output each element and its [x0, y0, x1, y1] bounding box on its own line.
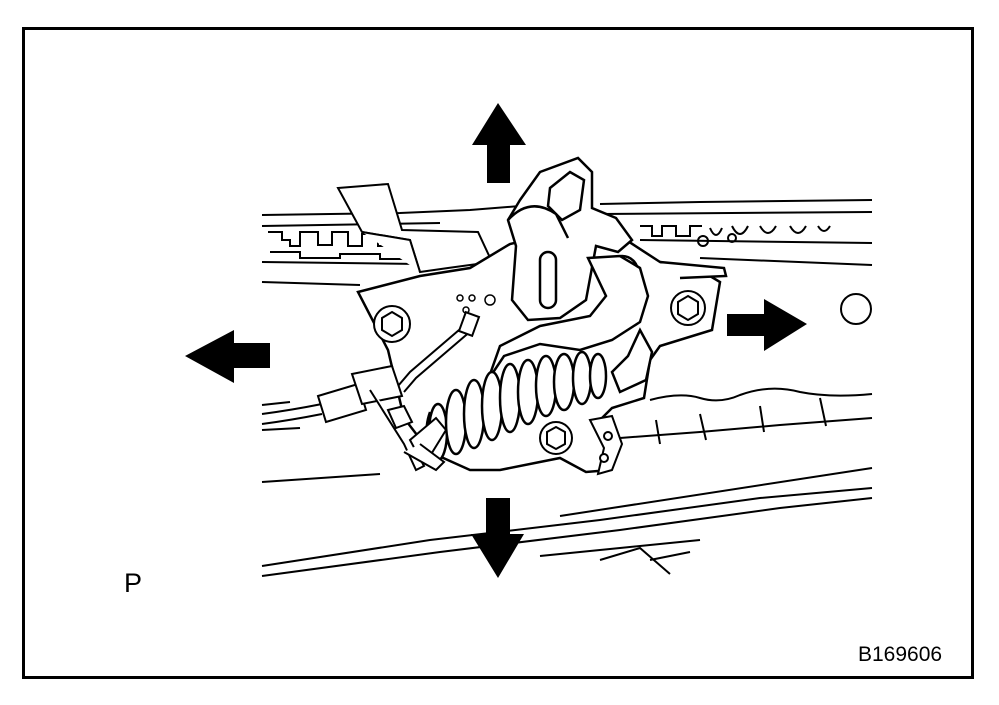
bolt-lower — [539, 421, 573, 455]
upper-rail — [261, 199, 873, 325]
plate-holes — [456, 294, 496, 314]
release-cable — [261, 364, 448, 472]
bolt-left — [373, 305, 411, 343]
figure-id: B169606 — [858, 643, 943, 666]
mounting-bracket — [336, 182, 494, 274]
arrow-up-icon — [472, 103, 526, 183]
arrow-down-icon — [471, 498, 524, 578]
coil-spring — [425, 350, 608, 462]
bolt-right — [670, 290, 706, 326]
arrow-left-icon — [185, 330, 270, 383]
arrow-right-icon — [727, 299, 807, 351]
lower-bracket — [588, 414, 624, 476]
lock-lever — [486, 254, 654, 394]
release-rod — [397, 310, 481, 393]
view-label: P — [124, 568, 143, 598]
lower-rail — [261, 387, 873, 577]
